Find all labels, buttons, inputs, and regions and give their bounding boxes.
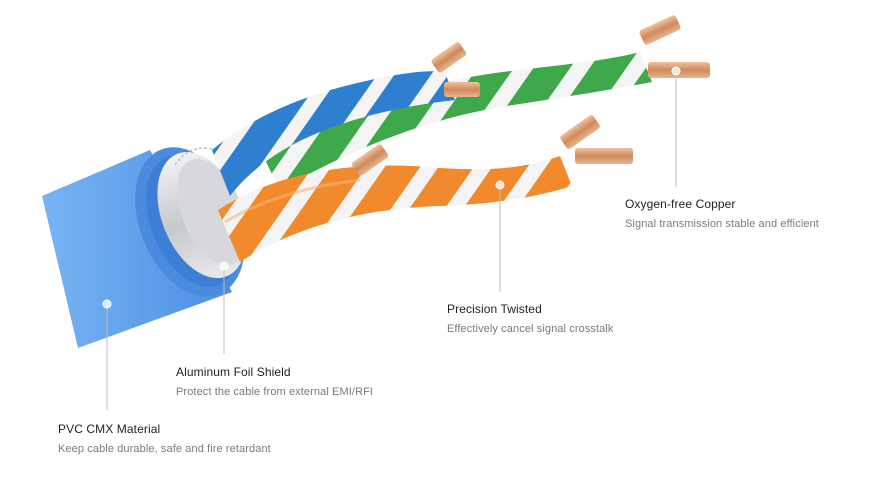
marker-dot-copper — [671, 66, 681, 76]
callout-aluminum-foil-shield: Aluminum Foil Shield Protect the cable f… — [176, 365, 373, 398]
orange-twisted-pair — [218, 156, 572, 262]
green-twisted-pair — [260, 52, 652, 190]
callout-title: Precision Twisted — [447, 302, 542, 316]
callout-description: Keep cable durable, safe and fire retard… — [58, 443, 271, 455]
copper-strand-orange-3 — [575, 148, 633, 164]
marker-dot-twisted — [495, 180, 505, 190]
callout-title: Aluminum Foil Shield — [176, 365, 291, 379]
marker-dot-pvc — [102, 299, 112, 309]
marker-dot-foil — [219, 261, 229, 271]
callout-precision-twisted: Precision Twisted Effectively cancel sig… — [447, 302, 614, 335]
copper-strand-orange-2 — [560, 115, 600, 149]
callout-description: Protect the cable from external EMI/RFI — [176, 386, 374, 398]
callout-description: Signal transmission stable and efficient — [625, 218, 819, 230]
callout-oxygen-free-copper: Oxygen-free Copper Signal transmission s… — [625, 197, 819, 230]
callout-pvc-material: PVC CMX Material Keep cable durable, saf… — [58, 422, 271, 455]
copper-strand-blue-1 — [431, 42, 467, 73]
callout-title: Oxygen-free Copper — [625, 197, 736, 211]
copper-strand-orange-1 — [351, 144, 389, 176]
marker-dots — [102, 66, 681, 309]
leader-lines — [106, 73, 677, 410]
callout-title: PVC CMX Material — [58, 422, 161, 436]
callout-description: Effectively cancel signal crosstalk — [447, 323, 614, 335]
copper-strand-green-1 — [639, 15, 681, 45]
blue-twisted-pair — [212, 71, 455, 196]
copper-strand-blue-2 — [444, 82, 480, 97]
